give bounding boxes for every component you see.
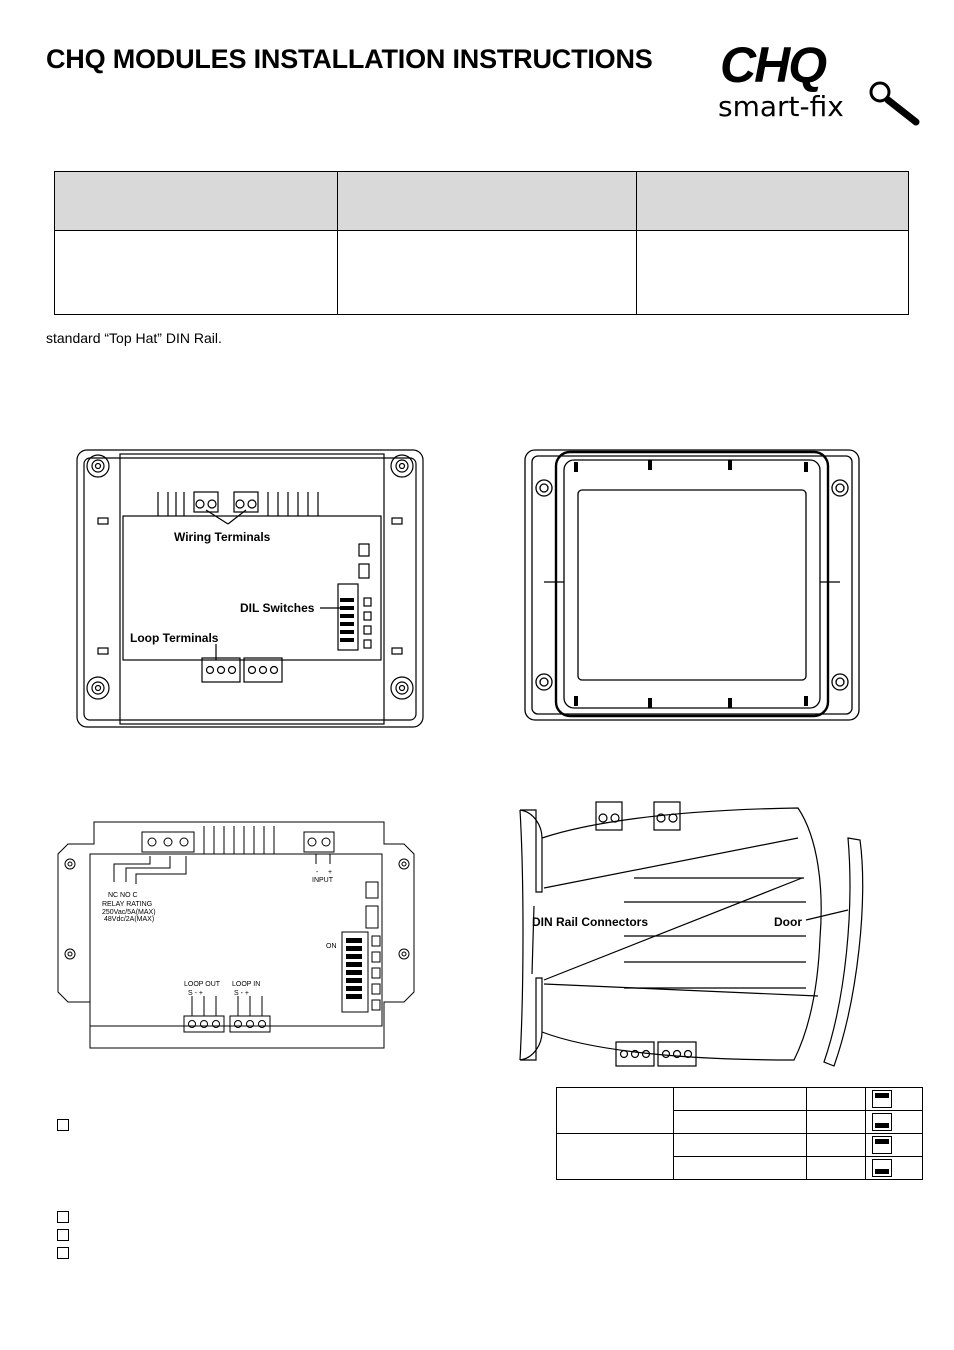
- dip-cell: [673, 1110, 807, 1134]
- switch-up-icon: [872, 1089, 892, 1108]
- page-title: CHQ MODULES INSTALLATION INSTRUCTIONS: [46, 44, 653, 74]
- dip-cell: [806, 1087, 866, 1111]
- loop-out-label: LOOP OUT: [184, 981, 221, 988]
- table-cell: [337, 230, 637, 315]
- logo-tagline: smart-fix: [718, 90, 844, 123]
- checkbox-icon: [57, 1119, 69, 1131]
- screwdriver-icon: [869, 81, 920, 126]
- module-lid-diagram: [524, 449, 860, 721]
- door-label: Door: [774, 915, 802, 929]
- dip-cell: [673, 1156, 807, 1180]
- loop-terminals-label: Loop Terminals: [130, 631, 219, 645]
- dip-group-cell: [556, 1087, 674, 1134]
- loop-out-pins: S - +: [188, 990, 203, 997]
- input-plus-label: +: [328, 869, 332, 876]
- dip-switch-cell: [865, 1087, 923, 1111]
- dip-cell: [673, 1133, 807, 1157]
- pcb-layout-diagram: NC NO C RELAY RATING 250Vac/5A(MAX) 48Vd…: [57, 821, 415, 1049]
- din-rail-connectors-label: DIN Rail Connectors: [532, 915, 648, 929]
- switch-down-icon: [872, 1158, 892, 1177]
- chq-logo: CHQ smart-fix: [716, 37, 922, 126]
- wiring-terminals-label: Wiring Terminals: [174, 530, 271, 544]
- relay-rating-dc: 48Vdc/2A(MAX): [104, 916, 154, 923]
- module-base-diagram: Wiring Terminals DIL Switches Loop Termi…: [76, 449, 424, 728]
- dip-switch-cell: [865, 1156, 923, 1180]
- input-minus-label: -: [316, 869, 319, 876]
- side-view-diagram: DIN Rail Connectors Door: [519, 801, 864, 1067]
- dip-on-label: ON: [326, 943, 337, 950]
- relay-contacts-label: NC NO C: [108, 892, 138, 899]
- dip-cell: [673, 1087, 807, 1111]
- table-header-cell: [636, 171, 909, 231]
- dip-cell: [806, 1110, 866, 1134]
- dip-cell: [806, 1156, 866, 1180]
- info-table: [54, 171, 909, 315]
- input-label: INPUT: [312, 877, 334, 884]
- checkbox-icon: [57, 1211, 69, 1223]
- dip-switch-cell: [865, 1110, 923, 1134]
- dip-group-cell: [556, 1133, 674, 1180]
- table-header-cell: [337, 171, 637, 231]
- dip-switch-table: [556, 1087, 923, 1180]
- dip-switch-cell: [865, 1133, 923, 1157]
- relay-rating-label: RELAY RATING: [102, 901, 152, 908]
- intro-text: standard “Top Hat” DIN Rail.: [46, 330, 222, 346]
- table-header-cell: [54, 171, 338, 231]
- checkbox-icon: [57, 1229, 69, 1241]
- loop-in-pins: S - +: [234, 990, 249, 997]
- switch-up-icon: [872, 1135, 892, 1154]
- relay-rating-ac: 250Vac/5A(MAX): [102, 909, 156, 916]
- loop-in-label: LOOP IN: [232, 981, 260, 988]
- table-cell: [636, 230, 909, 315]
- table-cell: [54, 230, 338, 315]
- dil-switches-label: DIL Switches: [240, 601, 315, 615]
- dip-cell: [806, 1133, 866, 1157]
- checkbox-icon: [57, 1247, 69, 1259]
- switch-down-icon: [872, 1112, 892, 1131]
- logo-brand: CHQ: [720, 37, 827, 93]
